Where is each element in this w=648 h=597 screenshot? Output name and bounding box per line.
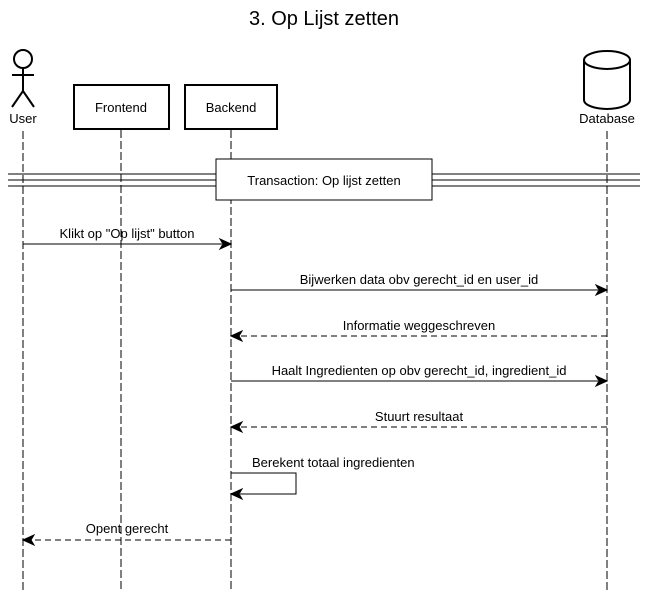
backend-box [184, 84, 278, 130]
database-icon [583, 50, 631, 110]
arrowhead-1 [218, 237, 233, 251]
transaction-label: Transaction: Op lijst zetten [247, 173, 400, 188]
database-label: Database [579, 111, 635, 126]
transaction-divider [8, 173, 640, 187]
message-arrow-6 [231, 472, 297, 495]
message-label-2: Bijwerken data obv gerecht_id en user_id [300, 272, 538, 287]
user-actor-icon [11, 49, 35, 108]
backend-label: Backend [206, 100, 257, 115]
message-label-5: Stuurt resultaat [375, 409, 464, 424]
frontend-label: Frontend [95, 100, 147, 115]
arrowhead-2 [594, 283, 609, 297]
message-label-6: Berekent totaal ingredienten [252, 455, 415, 470]
diagram-title: 3. Op Lijst zetten [249, 8, 399, 30]
message-label-4: Haalt Ingredienten op obv gerecht_id, in… [272, 363, 567, 378]
frontend-box [73, 84, 170, 130]
arrowhead-4 [594, 374, 609, 388]
transaction-box [215, 158, 433, 201]
arrowhead-3 [229, 329, 244, 343]
message-label-3: Informatie weggeschreven [343, 318, 495, 333]
message-label-7: Opent gerecht [86, 521, 169, 536]
arrowhead-5 [229, 420, 244, 434]
user-label: User [9, 111, 37, 126]
message-label-1: Klikt op "Op lijst" button [60, 226, 195, 241]
arrowhead-6 [229, 487, 244, 501]
arrowhead-7 [21, 533, 36, 547]
